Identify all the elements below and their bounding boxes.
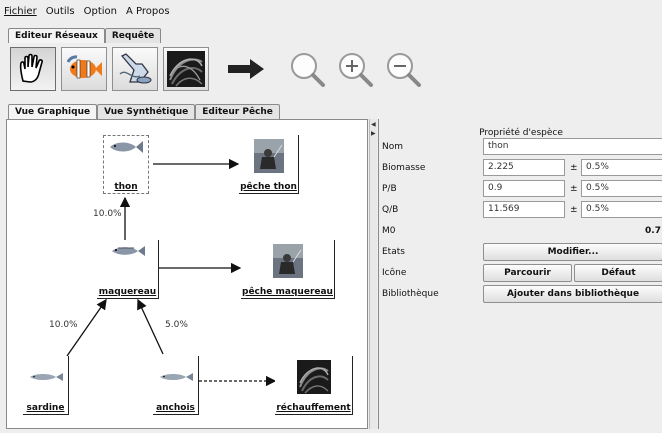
browse-icon-button[interactable]: Parcourir	[483, 264, 572, 282]
add-to-library-button[interactable]: Ajouter dans bibliothèque	[483, 285, 662, 303]
plus-minus-label: ±	[570, 184, 578, 194]
split-divider[interactable]: ◀ ▶	[369, 119, 377, 429]
properties-title: Propriété d'espèce	[479, 128, 563, 138]
nom-label: Nom	[382, 142, 404, 152]
zoom-out-button[interactable]	[380, 47, 426, 91]
edge-label-anchois-maquereau: 5.0%	[165, 320, 188, 330]
toolbar	[6, 43, 656, 95]
zoom-in-icon	[339, 53, 373, 87]
modify-states-button[interactable]: Modifier...	[483, 243, 662, 261]
fishing-tool-button[interactable]	[112, 47, 158, 91]
graph-canvas[interactable]: 10.0% 10.0% 5.0% thon pêche thon maquere…	[6, 119, 368, 429]
clownfish-icon	[66, 55, 102, 79]
menu-a-propos[interactable]: A Propos	[125, 5, 170, 17]
species-tool-button[interactable]	[61, 47, 107, 91]
tab-editeur-peche[interactable]: Editeur Pêche	[195, 104, 280, 119]
collapse-right-icon[interactable]: ▶	[371, 130, 376, 137]
view-tabs: Vue Graphique Vue Synthétique Editeur Pê…	[8, 104, 280, 119]
fishing-photo-icon	[253, 139, 284, 173]
species-properties-panel: Propriété d'espèce Nom thon Biomasse 2.2…	[378, 119, 662, 429]
plus-minus-label: ±	[570, 163, 578, 173]
hand-icon	[19, 53, 43, 83]
tab-requete[interactable]: Requête	[104, 28, 162, 43]
fishing-hand-icon	[119, 53, 152, 84]
tab-editeur-reseaux[interactable]: Editeur Réseaux	[8, 28, 105, 43]
nom-field[interactable]: thon	[483, 138, 662, 155]
link-tool-button[interactable]	[222, 47, 270, 91]
magnifier-icon	[291, 53, 325, 87]
hand-tool-button[interactable]	[10, 47, 56, 91]
collapse-left-icon[interactable]: ◀	[371, 121, 376, 128]
biomasse-field[interactable]: 2.225	[483, 159, 565, 176]
node-rechauffement[interactable]: réchauffement	[275, 356, 353, 415]
biomasse-label: Biomasse	[382, 163, 426, 173]
node-peche-thon[interactable]: pêche thon	[239, 135, 299, 194]
node-anchois[interactable]: anchois	[153, 356, 199, 415]
default-icon-button[interactable]: Défaut	[574, 264, 662, 282]
node-label: anchois	[156, 403, 195, 413]
graph-edges	[66, 158, 277, 387]
qb-label: Q/B	[382, 205, 399, 215]
environment-tool-button[interactable]	[163, 47, 209, 91]
tab-vue-graphique[interactable]: Vue Graphique	[8, 104, 98, 119]
property-row-nom: Nom thon	[379, 138, 662, 158]
pb-label: P/B	[382, 184, 397, 194]
property-row-m0: M0 0.7	[379, 222, 662, 242]
node-maquereau[interactable]: maquereau	[97, 240, 159, 299]
qb-error-field[interactable]: 0.5%	[581, 201, 662, 218]
property-row-qb: Q/B 11.569 ± 0.5%	[379, 201, 662, 221]
property-row-bibliotheque: Bibliothèque Ajouter dans bibliothèque	[379, 285, 662, 305]
fish-icon	[29, 373, 63, 381]
bibliotheque-label: Bibliothèque	[382, 289, 439, 299]
node-label: réchauffement	[276, 403, 351, 413]
property-row-pb: P/B 0.9 ± 0.5%	[379, 180, 662, 200]
node-thon[interactable]: thon	[103, 135, 149, 194]
edge-anchois-maquereau	[137, 298, 164, 355]
node-sardine[interactable]: sardine	[23, 356, 69, 415]
tab-vue-synthetique[interactable]: Vue Synthétique	[97, 104, 196, 119]
node-peche-maquereau[interactable]: pêche maquereau	[241, 240, 335, 299]
pb-error-field[interactable]: 0.5%	[581, 180, 662, 197]
menu-option[interactable]: Option	[83, 5, 117, 17]
menu-bar: Fichier Outils Option A Propos	[0, 0, 662, 22]
plus-minus-label: ±	[570, 205, 578, 215]
net-photo-icon	[296, 360, 331, 394]
edge-sardine-maquereau	[66, 298, 107, 357]
fish-icon	[159, 373, 193, 381]
property-row-biomasse: Biomasse 2.225 ± 0.5%	[379, 159, 662, 179]
m0-label: M0	[382, 226, 396, 236]
top-tabs: Editeur Réseaux Requête	[8, 28, 162, 43]
menu-fichier[interactable]: Fichier	[4, 5, 37, 17]
property-row-icone: Icône Parcourir Défaut	[379, 264, 662, 284]
arrow-right-icon	[228, 59, 264, 79]
zoom-in-button[interactable]	[332, 47, 378, 91]
node-label: pêche maquereau	[242, 287, 333, 297]
node-label: thon	[114, 182, 138, 192]
m0-value: 0.7	[645, 226, 661, 236]
fishing-photo-icon	[272, 244, 303, 278]
edge-label-sardine-maquereau: 10.0%	[49, 320, 78, 330]
etats-label: Etats	[382, 247, 405, 257]
edge-label-maquereau-thon: 10.0%	[93, 209, 122, 219]
icone-label: Icône	[382, 268, 407, 278]
qb-field[interactable]: 11.569	[483, 201, 565, 218]
node-label: maquereau	[98, 287, 157, 297]
net-icon	[167, 51, 205, 87]
node-label: pêche thon	[240, 182, 297, 192]
select-zoom-button[interactable]	[284, 47, 330, 91]
biomasse-error-field[interactable]: 0.5%	[581, 159, 662, 176]
pb-field[interactable]: 0.9	[483, 180, 565, 197]
node-label: sardine	[26, 403, 65, 413]
zoom-out-icon	[387, 53, 421, 87]
menu-outils[interactable]: Outils	[45, 5, 75, 17]
fish-icon	[110, 141, 143, 153]
fish-icon	[111, 246, 145, 256]
property-row-etats: Etats Modifier...	[379, 243, 662, 263]
